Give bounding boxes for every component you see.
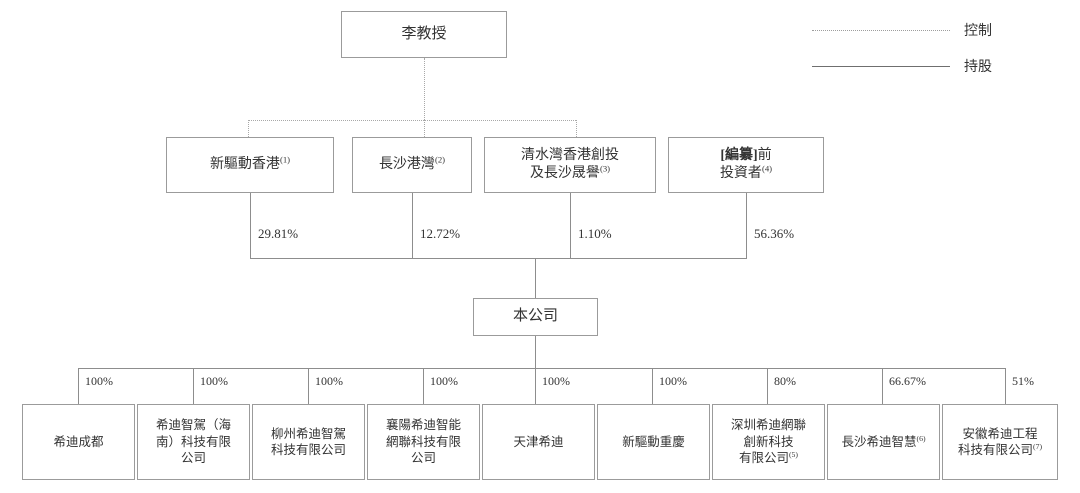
node-subsidiary-4[interactable]: 襄陽希迪智能 網聯科技有限 公司 — [367, 404, 480, 480]
pct-subsidiary-1: 100% — [85, 374, 113, 388]
pct-shareholder-3: 1.10% — [578, 226, 612, 241]
node-root-person-label: 李教授 — [401, 25, 447, 42]
subsidiary-drop-8 — [882, 368, 883, 404]
control-line-drop-2 — [424, 120, 425, 137]
ownership-bus-upper — [250, 258, 747, 259]
node-root-person[interactable]: 李教授 — [341, 11, 507, 58]
node-subsidiary-1[interactable]: 希迪成都 — [22, 404, 135, 480]
ownership-line-4 — [746, 193, 747, 259]
node-shareholder-4-label: [編纂]前 投資者(4) — [719, 147, 773, 181]
legend-label-control: 控制 — [964, 24, 992, 39]
node-shareholder-2[interactable]: 長沙港灣(2) — [352, 137, 472, 193]
control-line-drop-1 — [248, 120, 249, 137]
node-subsidiary-1-label: 希迪成都 — [53, 434, 104, 449]
control-line-root-stem — [424, 58, 425, 120]
node-company-label: 本公司 — [512, 308, 558, 325]
node-shareholder-2-label: 長沙港灣(2) — [378, 154, 446, 172]
node-subsidiary-7[interactable]: 深圳希迪網聯 創新科技 有限公司(5) — [712, 404, 825, 480]
pct-subsidiary-2: 100% — [200, 374, 228, 388]
subsidiary-stem — [535, 336, 536, 368]
legend-label-shareholding: 持股 — [964, 60, 992, 75]
ownership-line-3 — [570, 193, 571, 259]
pct-shareholder-2: 12.72% — [420, 226, 461, 241]
ownership-line-2 — [412, 193, 413, 259]
control-line-bus — [248, 120, 576, 121]
subsidiary-drop-7 — [767, 368, 768, 404]
dotted-line-icon — [812, 29, 950, 31]
node-subsidiary-4-label: 襄陽希迪智能 網聯科技有限 公司 — [385, 418, 461, 466]
pct-subsidiary-6: 100% — [659, 374, 687, 388]
subsidiary-bus — [78, 368, 1006, 369]
control-line-drop-3 — [576, 120, 577, 137]
node-shareholder-4[interactable]: [編纂]前 投資者(4) — [668, 137, 824, 193]
node-shareholder-3-label: 清水灣香港創投 及長沙晟譽(3) — [521, 147, 619, 181]
ownership-line-to-company — [535, 258, 536, 298]
node-shareholder-1-label: 新驅動香港(1) — [209, 154, 291, 172]
subsidiary-drop-5 — [535, 368, 536, 404]
node-subsidiary-3[interactable]: 柳州希迪智駕 科技有限公司 — [252, 404, 365, 480]
ownership-line-1 — [250, 193, 251, 259]
pct-subsidiary-9: 51% — [1012, 374, 1034, 388]
node-subsidiary-6-label: 新驅動重慶 — [622, 434, 685, 449]
pct-subsidiary-4: 100% — [430, 374, 458, 388]
legend-item-control: 控制 — [812, 20, 992, 40]
node-subsidiary-3-label: 柳州希迪智駕 科技有限公司 — [270, 426, 346, 458]
pct-subsidiary-5: 100% — [542, 374, 570, 388]
subsidiary-drop-1 — [78, 368, 79, 404]
node-shareholder-3[interactable]: 清水灣香港創投 及長沙晟譽(3) — [484, 137, 656, 193]
node-subsidiary-5-label: 天津希迪 — [513, 434, 564, 449]
pct-subsidiary-3: 100% — [315, 374, 343, 388]
node-subsidiary-2[interactable]: 希迪智駕（海 南）科技有限 公司 — [137, 404, 250, 480]
node-subsidiary-9[interactable]: 安徽希迪工程 科技有限公司(7) — [942, 404, 1058, 480]
pct-shareholder-1: 29.81% — [258, 226, 299, 241]
node-subsidiary-8[interactable]: 長沙希迪智慧(6) — [827, 404, 940, 480]
subsidiary-drop-2 — [193, 368, 194, 404]
legend-item-shareholding: 持股 — [812, 56, 992, 76]
node-shareholder-1[interactable]: 新驅動香港(1) — [166, 137, 334, 193]
subsidiary-drop-4 — [423, 368, 424, 404]
node-subsidiary-6[interactable]: 新驅動重慶 — [597, 404, 710, 480]
pct-shareholder-4: 56.36% — [754, 226, 795, 241]
node-subsidiary-5[interactable]: 天津希迪 — [482, 404, 595, 480]
node-subsidiary-2-label: 希迪智駕（海 南）科技有限 公司 — [155, 418, 231, 466]
node-subsidiary-9-label: 安徽希迪工程 科技有限公司(7) — [957, 426, 1043, 458]
pct-subsidiary-7: 80% — [774, 374, 796, 388]
node-company[interactable]: 本公司 — [473, 298, 598, 336]
subsidiary-drop-6 — [652, 368, 653, 404]
pct-subsidiary-8: 66.67% — [889, 374, 926, 388]
subsidiary-drop-9 — [1005, 368, 1006, 404]
subsidiary-drop-3 — [308, 368, 309, 404]
node-subsidiary-7-label: 深圳希迪網聯 創新科技 有限公司(5) — [730, 418, 806, 466]
node-subsidiary-8-label: 長沙希迪智慧(6) — [841, 433, 926, 449]
solid-line-icon — [812, 65, 950, 67]
